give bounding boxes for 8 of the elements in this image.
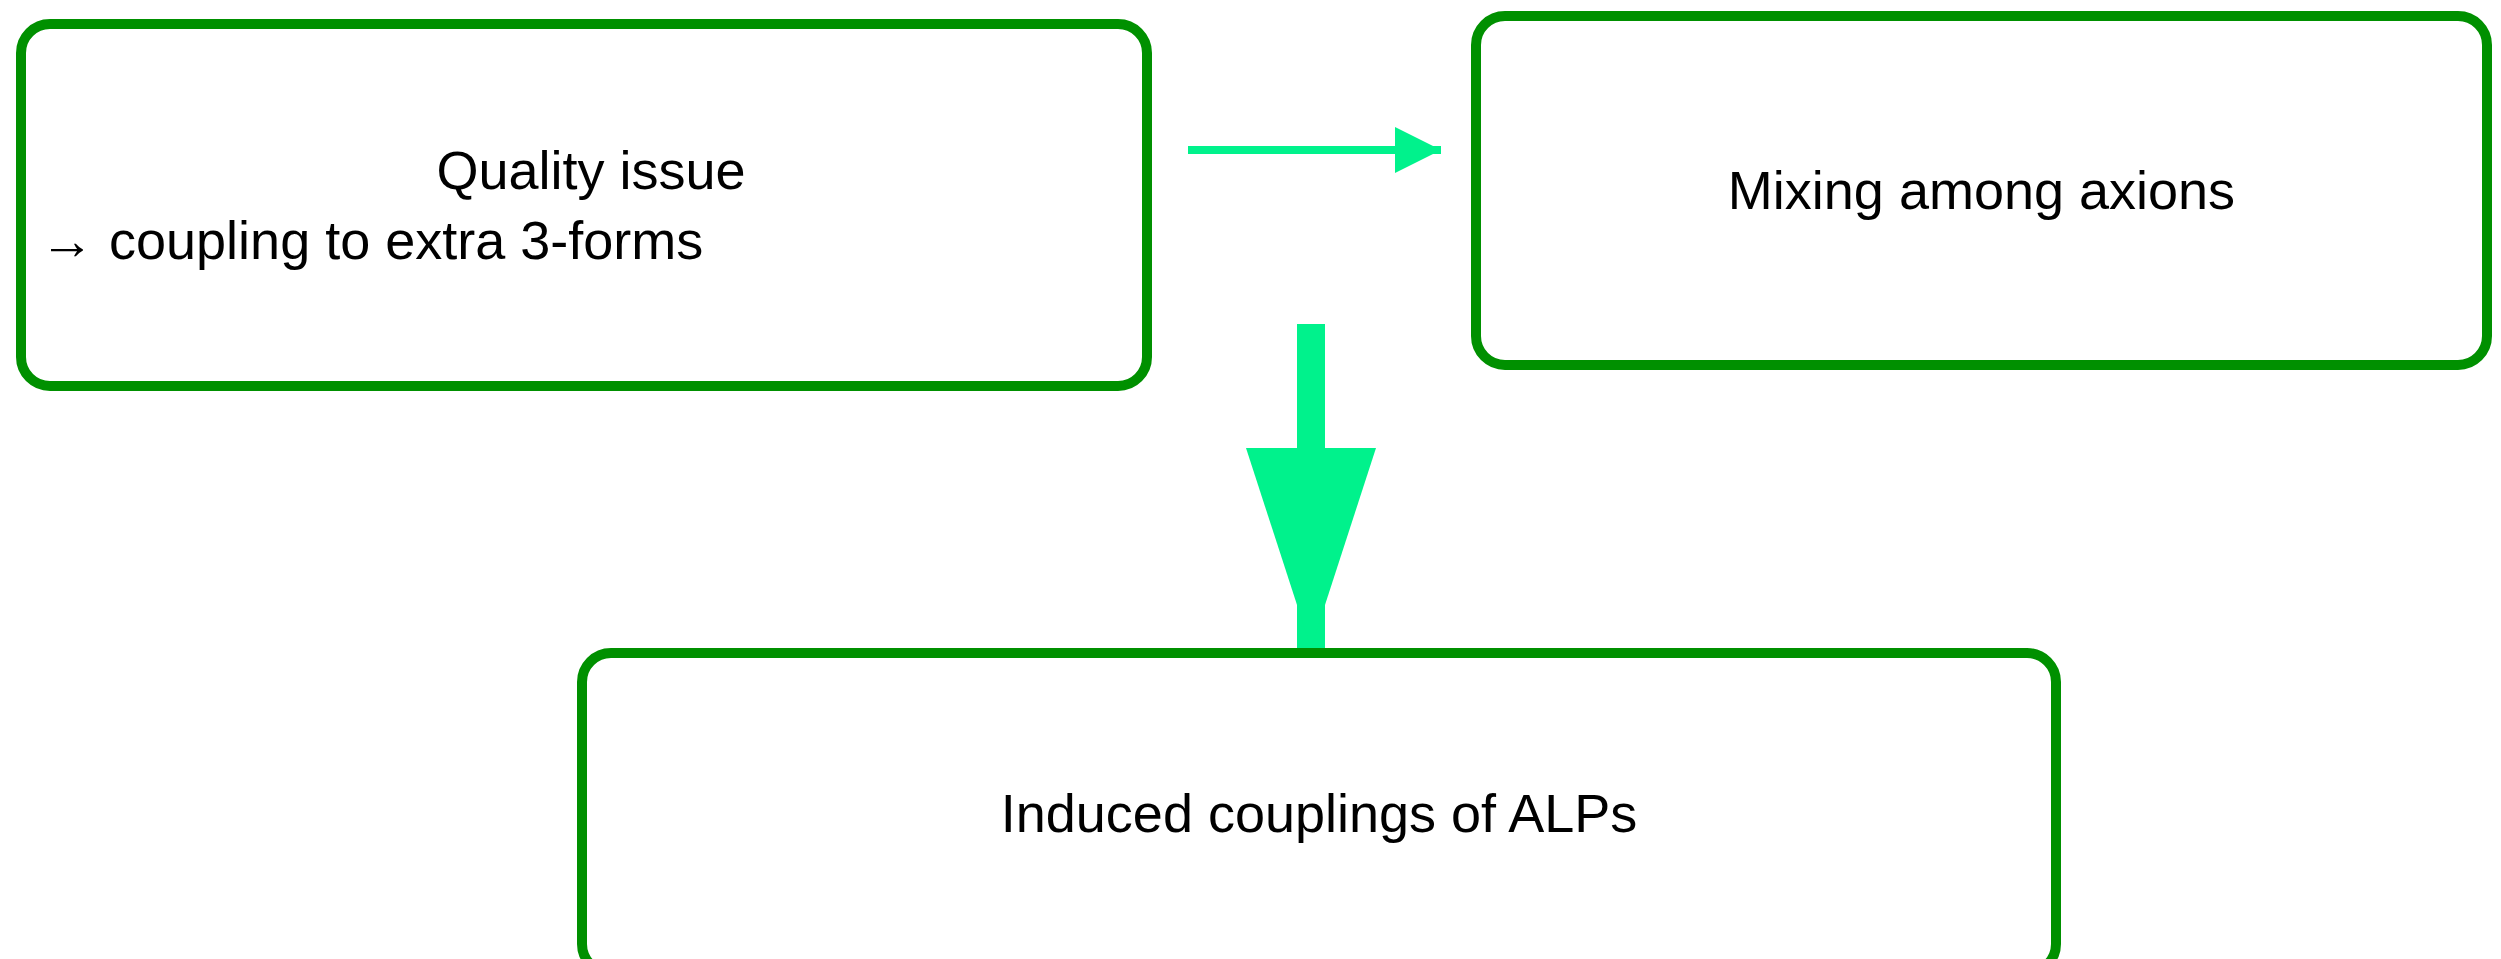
process-box <box>1471 11 2492 370</box>
box-text: Mixing among axions <box>1727 159 2236 223</box>
box-text: → coupling to extra 3-forms <box>40 209 704 272</box>
arrow <box>1246 324 1376 648</box>
process-box <box>577 648 2061 959</box>
process-box <box>16 19 1152 391</box>
box-text: Quality issue <box>436 138 746 202</box>
box-text: Induced couplings of ALPs <box>1000 781 1638 845</box>
